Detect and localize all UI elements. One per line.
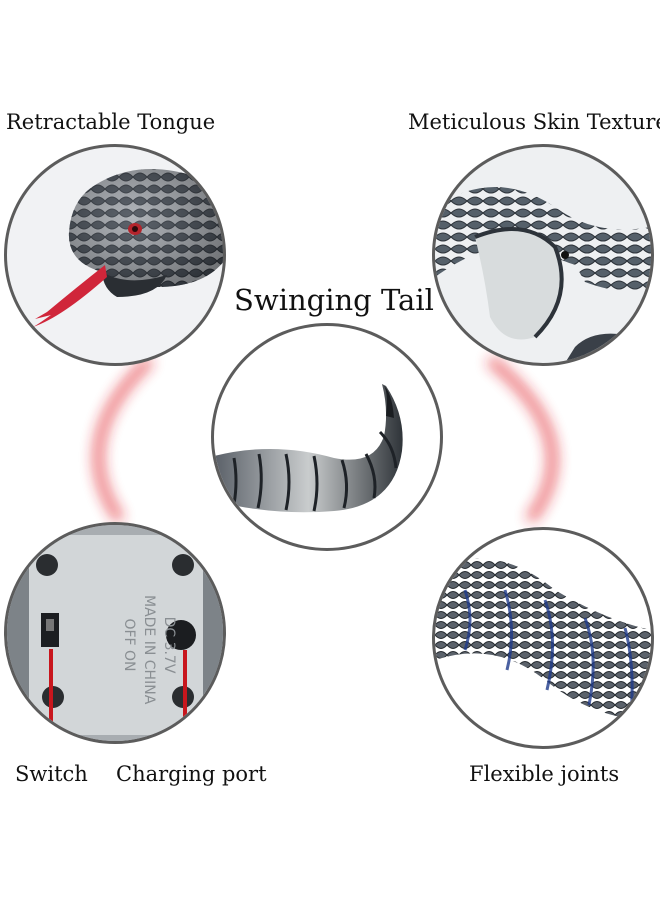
- tongue-circle: [4, 144, 226, 366]
- label-skin-texture: Meticulous Skin Texture: [408, 110, 660, 134]
- print-voltage: DC 3.7V: [161, 616, 177, 674]
- product-print: DC 3.7V MADE IN CHINA OFF ON: [59, 595, 179, 705]
- snake-joints-image: [435, 558, 651, 720]
- label-charging-port: Charging port: [116, 762, 267, 786]
- label-flexible-joints: Flexible joints: [469, 762, 620, 786]
- label-switch: Switch: [15, 762, 88, 786]
- label-retractable-tongue: Retractable Tongue: [6, 110, 216, 134]
- label-swinging-tail: Swinging Tail: [234, 283, 434, 317]
- print-off-on: OFF ON: [121, 618, 137, 672]
- print-made-in: MADE IN CHINA: [141, 595, 157, 705]
- tongue-snake-head-image: [33, 169, 223, 327]
- rattle-tail-image: [214, 384, 403, 513]
- battery-circle: DC 3.7V MADE IN CHINA OFF ON: [4, 522, 226, 744]
- cobra-skin-image: [435, 187, 651, 363]
- tail-circle: [211, 323, 443, 551]
- joints-circle: [432, 527, 654, 749]
- skin-circle: [432, 144, 654, 366]
